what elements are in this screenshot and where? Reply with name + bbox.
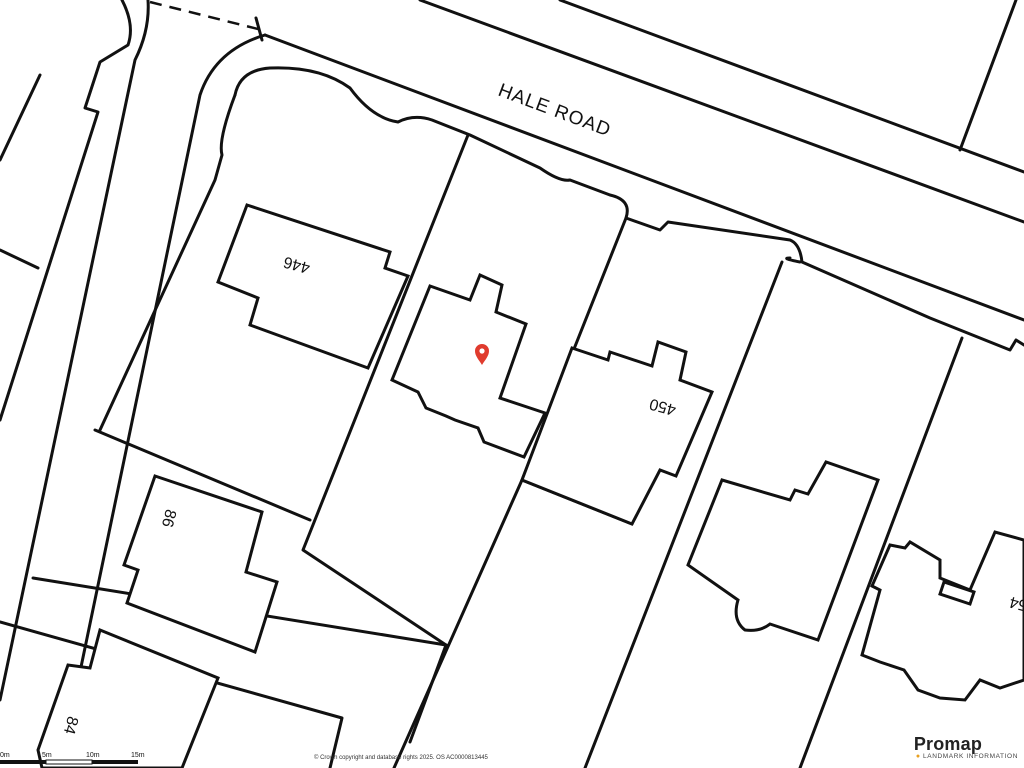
scale-label-10: 10m bbox=[86, 752, 100, 759]
map-pin-icon[interactable] bbox=[475, 344, 489, 365]
brand-subtitle: ● LANDMARK INFORMATION bbox=[916, 753, 1018, 760]
brand-dot-icon: ● bbox=[915, 753, 921, 760]
house-number-450: 450 bbox=[648, 395, 678, 418]
scale-label-0: 0m bbox=[0, 752, 10, 759]
brand-logo: Promap ● LANDMARK INFORMATION bbox=[914, 735, 1018, 760]
building-86 bbox=[122, 474, 279, 654]
brand-name: Promap bbox=[913, 734, 983, 754]
scale-bar: 0m 5m 10m 15m bbox=[0, 752, 145, 765]
house-number-84: 84 bbox=[60, 714, 81, 736]
building-84 bbox=[36, 627, 220, 768]
copyright-notice: © Crown copyright and database rights 20… bbox=[314, 755, 488, 761]
building-450 bbox=[520, 340, 714, 526]
house-number-86: 86 bbox=[158, 507, 179, 529]
building-452 bbox=[686, 460, 880, 642]
house-number-454: 454 bbox=[1008, 593, 1024, 616]
building-subject bbox=[390, 272, 548, 459]
side-road bbox=[0, 0, 267, 768]
scale-label-15: 15m bbox=[131, 752, 145, 759]
scale-label-5: 5m bbox=[42, 752, 52, 759]
road-name-label: HALE ROAD bbox=[495, 80, 614, 141]
hale-road bbox=[263, 0, 1024, 322]
building-454 bbox=[860, 530, 1024, 702]
building-446 bbox=[216, 203, 411, 370]
house-number-446: 446 bbox=[282, 253, 312, 276]
brand-subtitle-text: LANDMARK INFORMATION bbox=[923, 753, 1018, 760]
